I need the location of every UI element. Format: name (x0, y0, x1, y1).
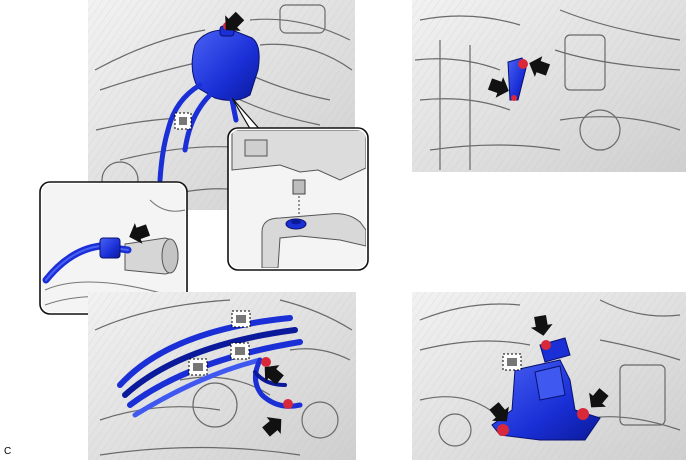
clamp-marker-icon (231, 310, 251, 328)
bolt-icon (577, 408, 589, 420)
engine-bay-linework (414, 9, 681, 170)
panel-bottom-right (412, 292, 686, 460)
hose-clip (99, 237, 121, 259)
blue-bracket (507, 57, 528, 101)
callout-hose-clip-detail (39, 181, 188, 348)
arrow-icon (225, 11, 245, 31)
callout-pin-grommet-detail (227, 127, 369, 271)
panel-bottom-left (88, 292, 356, 460)
arrow-icon (129, 223, 151, 244)
arrow-icon (529, 56, 551, 77)
arrow-icon (530, 314, 553, 336)
clamp-marker-icon (230, 342, 250, 360)
bolt-icon (518, 59, 528, 69)
arrow-icon (489, 402, 509, 422)
bolt-icon (261, 357, 271, 367)
panel-top-right (412, 0, 686, 172)
engine-bay-linework (419, 299, 681, 447)
figure-code: C (4, 446, 12, 457)
clamp-marker-icon (502, 353, 522, 371)
bolt-icon (511, 95, 517, 101)
coolant-reservoir-tank (191, 22, 260, 101)
reservoir-hoses (157, 82, 239, 183)
arrow-icon (264, 365, 284, 385)
mounting-bracket (491, 337, 601, 441)
engine-bay-linework (94, 299, 353, 456)
clamp-marker-icon (188, 358, 208, 376)
bolt-icon (541, 340, 551, 350)
arrow-icon (487, 77, 509, 98)
arrow-icon (262, 417, 282, 437)
panel-top-left (88, 0, 355, 210)
bolt-icon (283, 399, 293, 409)
arrow-icon (589, 388, 609, 408)
bolt-icon (497, 424, 509, 436)
